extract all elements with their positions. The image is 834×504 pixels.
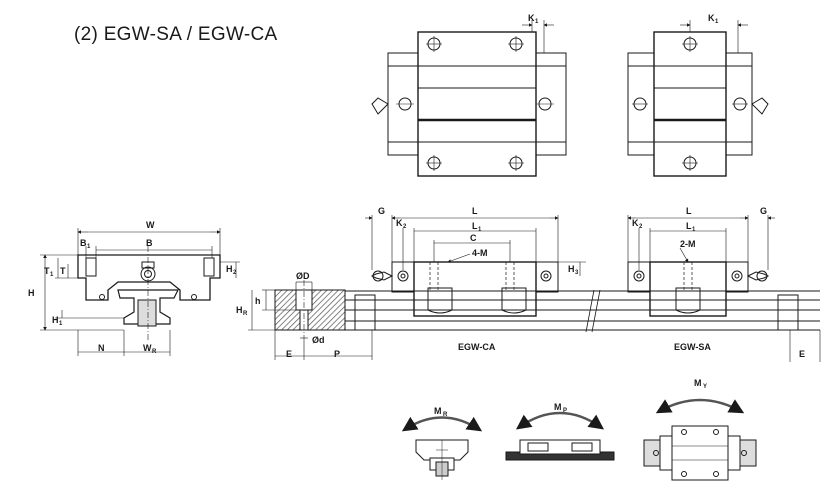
rail-hole [732,97,748,111]
rail-hole [536,97,554,111]
t1-label: T [44,266,50,276]
mounting-hole [426,155,442,171]
grease-nipple [746,271,770,281]
page-title: (2) EGW-SA / EGW-CA [74,24,278,45]
k1-sub-ca: 1 [535,19,539,25]
l1-sub-ca: 1 [478,227,482,233]
mounting-hole [508,155,524,171]
t-label: T [60,266,66,276]
my-label: M [694,378,702,388]
rail-hole [396,97,414,111]
l-label-sa: L [686,206,692,216]
g-label-ca: G [378,206,385,216]
od-top-label: ØD [296,271,310,281]
mr-sub: R [443,412,448,418]
grease-nipple [371,97,389,115]
top-view-ca [371,20,567,177]
hr-sub: R [243,311,248,317]
k2-label-ca: K [396,218,403,228]
rail-section [248,280,373,360]
e-label-right: E [799,349,805,359]
l1-sub-sa: 1 [692,227,696,233]
side-view-sa [627,215,775,317]
k2-sub-sa: 2 [639,224,643,230]
mp-sub: P [563,408,567,414]
p-label: P [334,349,340,359]
grease-nipple [751,97,769,115]
h3-label: H [568,264,575,274]
rail-hole [632,97,648,111]
mounting-hole [682,155,698,171]
front-section-view [40,228,240,356]
hr-label: H [236,305,243,315]
l-label-ca: L [472,206,478,216]
m2-label: 2-M [680,239,696,249]
egw-sa-caption: EGW-SA [674,342,711,352]
h1-label: H [52,315,59,325]
side-rail [345,289,821,362]
g-label-sa: G [760,206,767,216]
wr-sub: R [152,349,157,355]
k2-sub-ca: 2 [403,224,407,230]
mounting-hole [508,36,524,52]
h3-sub: 3 [575,270,579,276]
moment-mp-icon [505,411,615,461]
b-label: B [146,238,153,248]
h2-label: H [226,264,233,274]
grease-nipple [370,271,394,281]
od-bot-label: Ød [312,335,325,345]
wr-label: W [143,343,152,353]
mounting-hole [426,36,442,52]
e-label-left: E [286,349,292,359]
moment-mr-icon [401,416,483,480]
h-small-label: h [255,296,261,306]
c-label: C [470,233,477,243]
top-view-sa [627,20,769,177]
h1-sub: 1 [59,321,63,327]
t1-sub: 1 [50,272,54,278]
b1-sub: 1 [87,244,91,250]
mr-label: M [434,406,442,416]
mp-label: M [554,402,562,412]
m4-label: 4-M [472,248,488,258]
egw-ca-caption: EGW-CA [458,342,496,352]
l1-label-sa: L [686,221,692,231]
k1-sub-sa: 1 [715,19,719,25]
my-sub: Y [703,384,707,390]
mounting-hole [682,36,698,52]
k1-label-ca: K [528,13,535,23]
k1-label-sa: K [708,13,715,23]
n-label: N [98,343,105,353]
moment-my-icon [643,398,757,481]
h2-sub: 2 [233,270,237,276]
side-view-ca [365,215,586,317]
b1-label: B [80,238,87,248]
l1-label-ca: L [472,221,478,231]
h-label: H [28,288,35,298]
k2-label-sa: K [632,218,639,228]
w-label: W [146,220,155,230]
